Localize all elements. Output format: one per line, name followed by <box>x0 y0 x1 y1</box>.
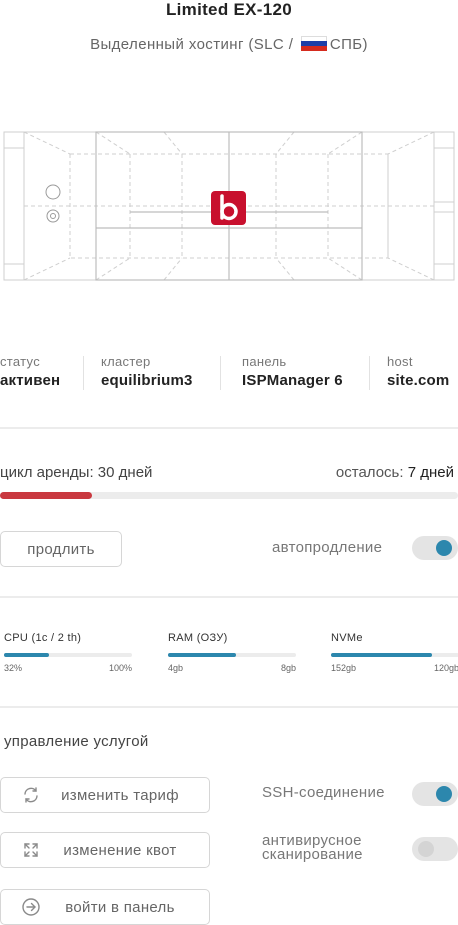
info-panel: панель ISPManager 6 <box>242 354 343 389</box>
arrow-right-circle-icon <box>21 897 41 917</box>
management-title: управление услугой <box>4 733 149 750</box>
resource-bar-fill <box>331 653 433 657</box>
expand-icon <box>21 840 41 860</box>
page-subtitle: Выделенный хостинг (SLC / СПБ) <box>0 36 458 53</box>
resource-bar-fill <box>168 653 236 657</box>
rent-remaining-value: 7 дней <box>407 464 454 481</box>
divider <box>83 356 84 390</box>
renew-button[interactable]: продлить <box>0 531 122 567</box>
change-quotas-button[interactable]: изменение квот <box>0 832 210 868</box>
toggle-knob <box>436 540 452 556</box>
subtitle-suffix: СПБ) <box>329 36 368 53</box>
refresh-icon <box>21 785 41 805</box>
rent-remaining: осталось: 7 дней <box>335 464 454 481</box>
section-divider <box>0 706 458 708</box>
subtitle-prefix: Выделенный хостинг (SLC / <box>90 36 294 53</box>
rent-progress-bar <box>0 492 458 499</box>
autorenew-toggle[interactable] <box>412 536 458 560</box>
service-info-row: статус активен кластер equilibrium3 пане… <box>0 354 458 394</box>
server-illustration <box>3 131 455 281</box>
autorenew-label: автопродление <box>272 539 383 556</box>
rent-cycle: цикл аренды: 30 дней <box>0 464 153 481</box>
ssh-label: SSH-соединение <box>262 784 385 801</box>
login-panel-button[interactable]: войти в панель <box>0 889 210 925</box>
divider <box>220 356 221 390</box>
section-divider <box>0 596 458 598</box>
toggle-knob <box>436 786 452 802</box>
antivirus-label: антивирусное сканирование <box>262 832 363 863</box>
info-cluster: кластер equilibrium3 <box>101 354 193 389</box>
resource-bar-fill <box>4 653 49 657</box>
ssh-toggle[interactable] <box>412 782 458 806</box>
change-tariff-button[interactable]: изменить тариф <box>0 777 210 813</box>
divider <box>369 356 370 390</box>
toggle-knob <box>418 841 434 857</box>
info-status: статус активен <box>0 354 61 389</box>
resource-cpu: CPU (1c / 2 th) 32%100% <box>4 632 132 673</box>
russia-flag-icon <box>300 36 327 51</box>
info-host: host site.com <box>387 354 450 389</box>
resource-bar <box>168 653 296 657</box>
resource-bar <box>331 653 458 657</box>
page-title: Limited EX-120 <box>165 0 293 19</box>
rent-progress-fill <box>0 492 92 499</box>
section-divider <box>0 427 458 429</box>
resource-bar <box>4 653 132 657</box>
antivirus-toggle[interactable] <box>412 837 458 861</box>
